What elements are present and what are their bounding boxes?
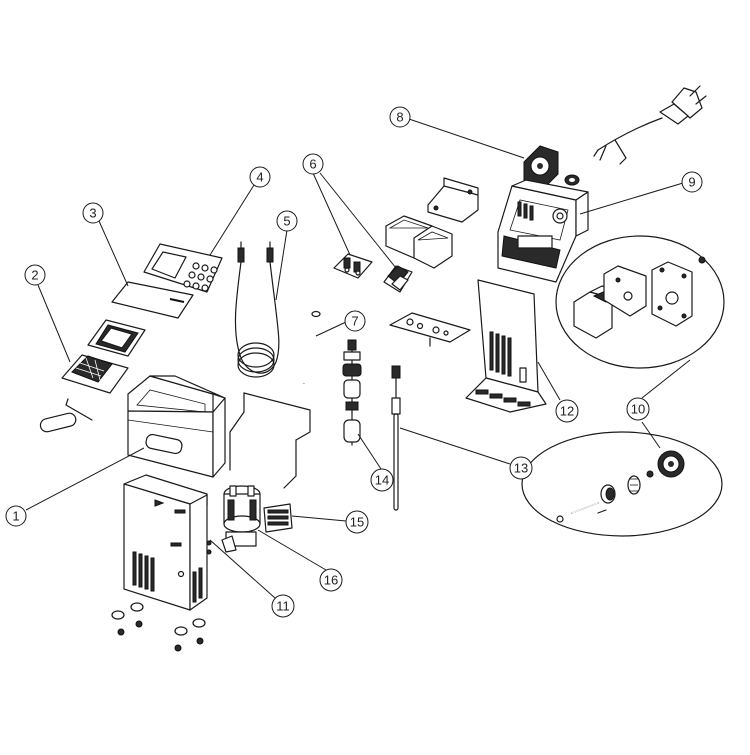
leader-14 [357,433,382,470]
leader-2 [37,284,71,363]
callout-12: 12 [555,399,579,423]
part-overlay-film [111,281,194,319]
leader-12 [537,361,561,401]
leader-10a [641,359,691,399]
part-power-cable [593,85,707,165]
keypad-buttons [183,262,218,292]
callout-16: 16 [319,568,343,592]
leader-11 [209,539,276,599]
part-hose [302,310,321,384]
callout-14: 14 [370,468,394,492]
callout-label: 10 [631,402,645,417]
leader-6a [312,172,351,256]
part-relay-boxes [385,215,453,269]
part-switch-left [333,253,373,279]
callout-label: 14 [375,473,389,488]
leader-1 [25,447,145,511]
part-float-sensor [342,339,362,446]
callout-label: 15 [350,515,364,530]
leader-8 [408,118,525,159]
feet-screws [111,602,206,652]
callout-label: 12 [560,404,574,419]
callout-11: 11 [271,594,295,618]
part-housing-top [127,375,226,478]
callout-label: 2 [31,268,38,283]
callout-label: 7 [351,314,358,329]
leader-lines [25,118,691,599]
part-cooling-fan [523,145,559,189]
part-control-board [61,354,129,394]
callout-3: 3 [82,202,104,224]
leader-16 [257,529,327,571]
callout-15: 15 [345,510,369,534]
callout-10: 10 [626,397,650,421]
vent-slots-front [132,551,203,603]
callout-6: 6 [302,153,324,175]
board-grid [75,357,105,381]
leader-5 [275,229,288,301]
part-hex-key [65,398,93,421]
callout-8: 8 [389,106,411,128]
leader-7 [315,321,347,337]
callout-4: 4 [249,166,271,188]
part-display-frame [87,319,146,357]
leader-4 [209,184,255,256]
callout-label: 13 [514,461,528,476]
leader-15 [291,515,347,522]
callout-label: 5 [283,214,290,229]
part-switch-right [383,265,413,293]
callout-2: 2 [24,264,46,286]
leader-6b [319,172,397,269]
leader-9 [579,182,684,215]
leader-3 [98,220,129,287]
detail-upper [555,235,725,369]
part-mounting-bracket [427,177,479,223]
callout-13: 13 [509,456,533,480]
part-cover-sheet [465,279,547,413]
callout-label: 8 [396,110,403,125]
callout-label: 11 [276,599,290,614]
part-pump [221,485,261,553]
part-temp-probe [391,365,401,511]
leader-10b [641,421,661,449]
part-rear-panel [497,179,589,283]
part-terminal-block [263,503,293,533]
part-keypad-label [143,243,223,293]
leader-13 [399,427,511,465]
callout-5: 5 [276,210,298,232]
callout-label: 1 [12,509,19,524]
callout-label: 3 [89,206,96,221]
part-grommet [564,174,580,186]
part-housing-lower [123,474,212,611]
callout-label: 6 [309,157,316,172]
callout-label: 4 [256,170,263,185]
callout-9: 9 [681,171,703,193]
callout-label: 9 [688,175,695,190]
callout-7: 7 [344,310,366,332]
cover-vent-slots [475,331,531,407]
part-handle [39,412,77,433]
callout-label: 16 [324,573,338,588]
part-perforated-plate [389,312,471,347]
detail-lower [521,431,723,537]
callout-1: 1 [5,505,27,527]
part-shield-plate [229,392,311,489]
part-heating-coil [234,241,280,378]
